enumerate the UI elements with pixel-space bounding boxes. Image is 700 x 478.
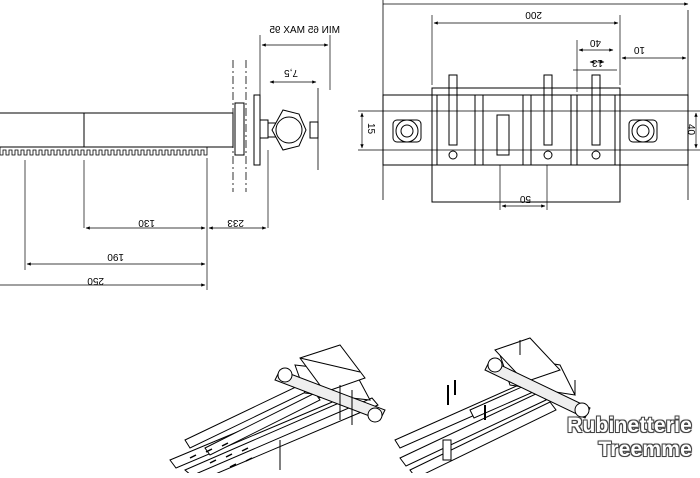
dim-233: 233	[227, 217, 244, 228]
side-view	[0, 35, 331, 290]
valve-box-3	[530, 94, 572, 166]
mounting-plate	[253, 94, 261, 166]
dim-10: 10	[633, 44, 645, 55]
dim-7-5: 7,5	[284, 67, 298, 78]
pipe-end-right-2	[574, 402, 590, 418]
right-inlet	[631, 119, 655, 143]
brand-line-2: Treemme	[598, 438, 692, 461]
handle-2	[543, 74, 553, 146]
dim-15: 15	[365, 123, 376, 135]
dim-wall-range: MIN 65 MAX 95	[269, 25, 340, 36]
isometric-view-left	[169, 344, 386, 478]
dim-40-vertical: 40	[685, 124, 696, 136]
control-plate	[431, 87, 621, 203]
handle-1	[448, 74, 458, 146]
nozzle-row	[0, 147, 208, 156]
hex-nut	[271, 109, 307, 151]
handle-3	[591, 74, 601, 146]
wall-flange	[234, 102, 245, 156]
brand-line-1: Rubinetterie	[567, 414, 692, 437]
left-inlet	[395, 119, 419, 143]
dim-130: 130	[138, 217, 155, 228]
valve-box-1	[436, 94, 476, 166]
dim-50: 50	[519, 193, 531, 204]
dim-40: 40	[589, 37, 601, 48]
dim-190: 190	[107, 251, 124, 262]
mounting-rail	[382, 94, 689, 166]
front-view	[358, 0, 700, 210]
pipe-end-left	[277, 367, 293, 383]
pipe-end-right	[367, 407, 383, 423]
valve-box-2	[482, 94, 524, 166]
brand-logo: Rubinetterie Treemme	[567, 414, 692, 462]
dim-200: 200	[525, 9, 542, 20]
dim-13: 13	[591, 57, 603, 68]
shower-head-body	[0, 112, 234, 148]
dim-250: 250	[87, 275, 104, 286]
isometric-view-right	[394, 337, 591, 478]
pipe-end-left-2	[487, 357, 503, 373]
diverter-slot	[496, 114, 510, 156]
valve-box-4	[576, 94, 616, 166]
nut-ring	[275, 116, 303, 144]
